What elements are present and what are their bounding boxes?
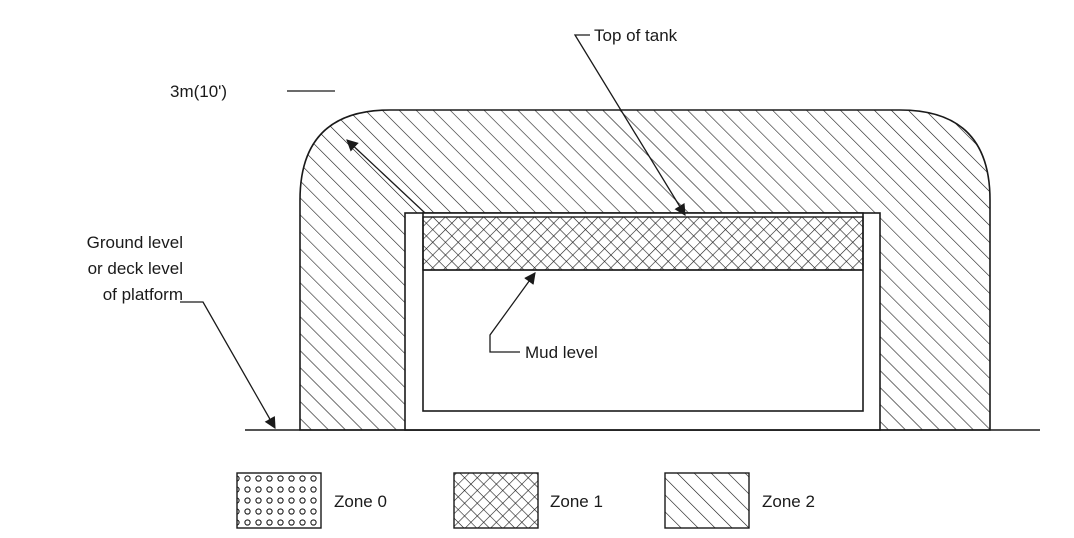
top-of-tank-label: Top of tank [594,26,678,45]
ground-label-line3: of platform [103,285,183,304]
legend-label-zone2: Zone 2 [762,492,815,511]
ground-label-line1: Ground level [87,233,183,252]
ground-label-line2: or deck level [88,259,183,278]
legend-swatch-zone2 [664,472,750,529]
clearance-label: 3m(10') [170,82,227,101]
mud-level-label: Mud level [525,343,598,362]
legend-swatch-zone1 [453,472,539,529]
legend-swatch-zone0 [236,472,322,529]
top-of-tank-leader [573,34,686,216]
ground-leader [180,301,276,430]
legend-label-zone0: Zone 0 [334,492,387,511]
zone1-band [422,216,864,271]
mud-level-leader [489,272,536,353]
legend-label-zone1: Zone 1 [550,492,603,511]
clearance-dimension-arrow [346,139,426,214]
legend: Zone 0 Zone 1 Zone 2 [236,472,815,529]
